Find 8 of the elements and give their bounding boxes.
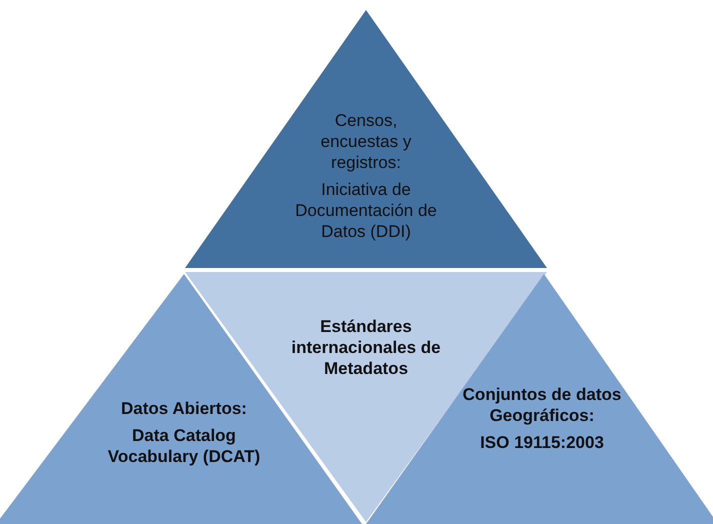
panel-heading: Censos, encuestas y registros: <box>320 110 412 173</box>
triangle-panel <box>185 10 547 268</box>
panel-heading: Datos Abiertos: <box>121 398 247 419</box>
panel-text: Data Catalog Vocabulary (DCAT) <box>106 425 262 467</box>
panel-text: ISO 19115:2003 <box>480 432 604 453</box>
panel-heading: Estándares internacionales de Metadatos <box>290 316 442 379</box>
panel-text: Iniciativa de Documentación de Datos (DDI) <box>294 179 438 242</box>
panel-heading: Conjuntos de datos Geográficos: <box>462 384 622 426</box>
